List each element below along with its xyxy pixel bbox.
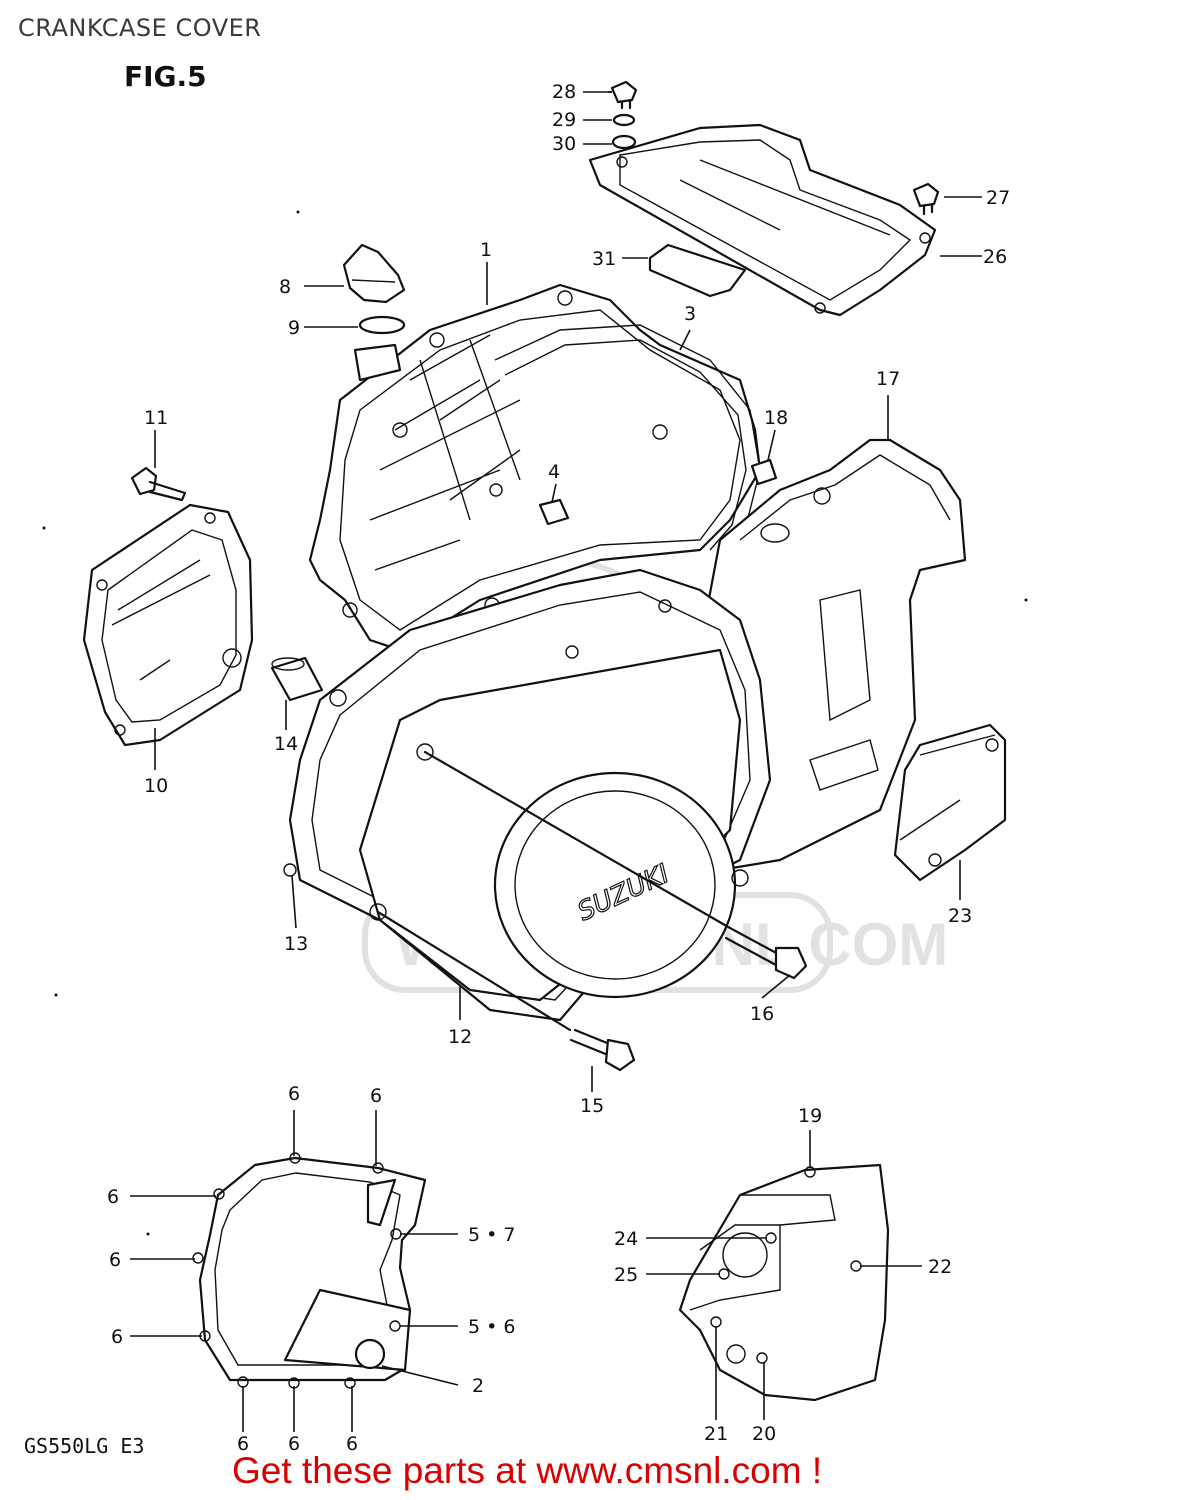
part-15-bolt xyxy=(376,910,636,1072)
callout-6d: 6 xyxy=(109,1249,121,1271)
part-23-plate xyxy=(893,723,1007,882)
part-30-washer xyxy=(611,134,637,150)
callout-14: 14 xyxy=(274,733,298,755)
callout-10: 10 xyxy=(144,775,168,797)
callout-28: 28 xyxy=(552,81,576,103)
callout-31: 31 xyxy=(592,248,616,270)
part-27-bolt xyxy=(912,182,940,216)
scan-specks xyxy=(42,210,1028,1236)
part-8-oil-cap xyxy=(342,243,406,304)
callout-3: 3 xyxy=(684,303,696,325)
callout-21: 21 xyxy=(704,1423,728,1445)
bottom-left-cover xyxy=(192,1152,427,1389)
part-16-bolt xyxy=(423,750,808,980)
callout-30: 30 xyxy=(552,133,576,155)
part-14-dowel xyxy=(270,656,324,702)
callouts: 28 29 30 27 26 31 1 8 9 3 17 18 4 11 10 … xyxy=(107,81,1010,1455)
callout-6b: 6 xyxy=(370,1085,382,1107)
callout-6f: 6 xyxy=(237,1433,249,1455)
callout-6c: 6 xyxy=(107,1186,119,1208)
callout-6a: 6 xyxy=(288,1083,300,1105)
callout-27: 27 xyxy=(986,187,1010,209)
part-4-dowel xyxy=(538,498,570,526)
callout-12: 12 xyxy=(448,1026,472,1048)
callout-11: 11 xyxy=(144,407,168,429)
callout-29: 29 xyxy=(552,109,576,131)
callout-17: 17 xyxy=(876,368,900,390)
model-code: GS550LG E3 xyxy=(24,1434,145,1458)
callout-6g: 6 xyxy=(288,1433,300,1455)
promo-link[interactable]: Get these parts at www.cmsnl.com ! xyxy=(232,1450,823,1491)
callout-6e: 6 xyxy=(111,1326,123,1348)
callout-2: 2 xyxy=(472,1375,484,1397)
callout-15: 15 xyxy=(580,1095,604,1117)
leader-lines xyxy=(130,91,982,1432)
callout-8: 8 xyxy=(279,276,291,298)
callout-20: 20 xyxy=(752,1423,776,1445)
callout-13: 13 xyxy=(284,933,308,955)
page-title: CRANKCASE COVER xyxy=(18,14,262,42)
callout-22: 22 xyxy=(928,1256,952,1278)
part-26-top-cover xyxy=(588,123,937,317)
figure-label: FIG.5 xyxy=(124,60,207,93)
part-9-o-ring xyxy=(358,315,406,335)
callout-26: 26 xyxy=(983,246,1007,268)
callout-16: 16 xyxy=(750,1003,774,1025)
part-1-cover-frame xyxy=(308,283,762,652)
callout-4: 4 xyxy=(548,461,560,483)
callout-5-7: 5 • 7 xyxy=(468,1224,515,1246)
callout-23: 23 xyxy=(948,905,972,927)
part-10-cover-plate xyxy=(82,503,254,747)
callout-24: 24 xyxy=(614,1228,638,1250)
callout-25: 25 xyxy=(614,1264,638,1286)
part-12-main-cover: SUZUKI xyxy=(283,568,772,1022)
callout-1: 1 xyxy=(480,239,492,261)
bottom-right-cover xyxy=(678,1163,890,1402)
part-11-bolt xyxy=(130,466,187,502)
callout-6h: 6 xyxy=(346,1433,358,1455)
part-29-washer xyxy=(612,113,636,127)
callout-5-6: 5 • 6 xyxy=(468,1316,515,1338)
part-28-bolt xyxy=(610,80,638,110)
part-18-dowel xyxy=(750,458,778,486)
callout-9: 9 xyxy=(288,317,300,339)
callout-18: 18 xyxy=(764,407,788,429)
part-31-pad xyxy=(648,243,747,298)
callout-19: 19 xyxy=(798,1105,822,1127)
